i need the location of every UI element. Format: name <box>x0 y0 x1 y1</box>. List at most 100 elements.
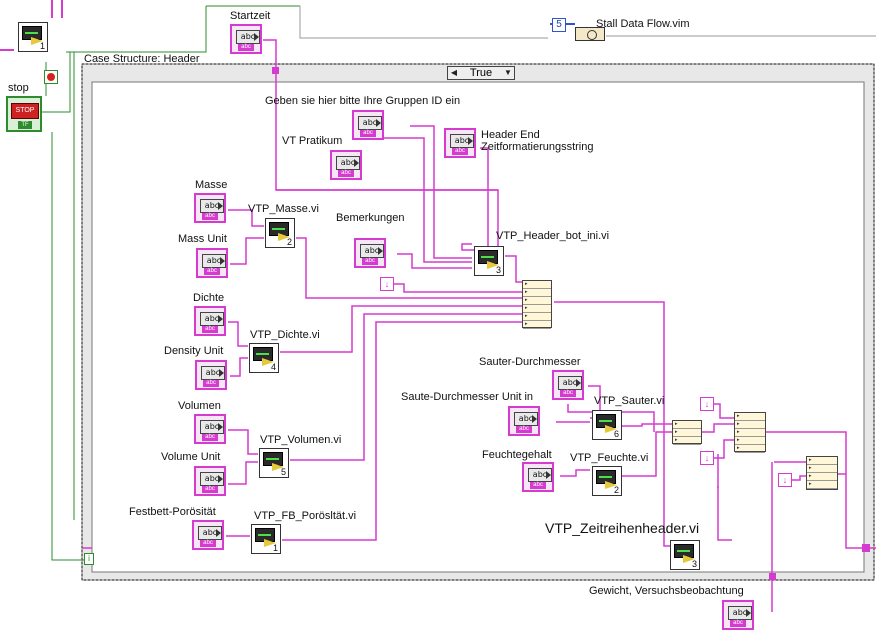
wire-junction <box>862 544 870 552</box>
dichte-label: Dichte <box>193 292 225 304</box>
bemerkungen-label: Bemerkungen <box>336 212 405 224</box>
volume-unit-label: Volume Unit <box>161 451 221 463</box>
vtp-header-bot-label: VTP_Header_bot_ini.vi <box>496 230 610 242</box>
stop-label: stop <box>8 82 29 94</box>
output-terminal-icon <box>218 475 223 483</box>
output-terminal-icon <box>254 33 259 41</box>
pen-icon <box>605 481 617 489</box>
iteration-terminal: i <box>84 553 94 565</box>
vtp-porositaet-subvi[interactable]: 1 <box>251 524 281 554</box>
vtp-sauter-subvi[interactable]: 6 <box>592 410 622 440</box>
case-selector-value: True <box>469 67 493 79</box>
gruppen-id-label: Geben sie hier bitte Ihre Gruppen ID ein <box>265 95 461 107</box>
vtp-feuchte-subvi[interactable]: 2 <box>592 466 622 496</box>
concatenate-strings-node[interactable]: ▸▸▸▸▸▸ <box>522 280 552 329</box>
output-terminal-icon <box>532 415 537 423</box>
stall-data-flow-icon[interactable] <box>575 27 605 41</box>
vtp-sauter-label: VTP_Sauter.vi <box>594 395 665 407</box>
wire-junction <box>769 573 776 580</box>
bool-type-badge: TF <box>18 121 32 129</box>
output-terminal-icon <box>218 202 223 210</box>
startzeit-label: Startzeit <box>230 10 271 22</box>
pen-icon <box>262 358 274 366</box>
gewicht-label: Gewicht, Versuchsbeobachtung <box>589 585 744 597</box>
output-terminal-icon <box>218 423 223 431</box>
vtp-porositaet-label: VTP_FB_Porösltät.vi <box>254 510 357 522</box>
eol-constant-icon[interactable]: ↓ <box>380 277 394 291</box>
output-terminal-icon <box>218 315 223 323</box>
mass-unit-label: Mass Unit <box>178 233 227 245</box>
subvi-top[interactable]: 1 <box>18 22 48 52</box>
vtp-masse-subvi[interactable]: 2 <box>265 218 295 248</box>
output-terminal-icon <box>746 609 751 617</box>
decrement-arrow-icon[interactable]: ◀ <box>450 68 458 77</box>
eol-constant-icon[interactable]: ↓ <box>700 397 714 411</box>
pen-icon <box>487 261 499 269</box>
eol-constant-icon[interactable]: ↓ <box>700 451 714 465</box>
eol-constant-icon[interactable]: ↓ <box>778 473 792 487</box>
concatenate-strings-node[interactable]: ▸▸▸▸▸ <box>734 412 766 453</box>
stop-button-face[interactable]: STOP <box>11 103 39 119</box>
case-structure-label: Case Structure: Header <box>84 53 200 65</box>
pen-icon <box>272 463 284 471</box>
loop-condition-terminal[interactable] <box>44 70 58 84</box>
output-terminal-icon <box>546 471 551 479</box>
vtp-header-bot-subvi[interactable]: 3 <box>474 246 504 276</box>
stall-vim-label: Stall Data Flow.vim <box>596 18 690 30</box>
concatenate-strings-node[interactable]: ▸▸▸▸ <box>806 456 838 490</box>
output-terminal-icon <box>220 257 225 265</box>
subvi-screen-icon <box>674 544 694 558</box>
output-terminal-icon <box>468 137 473 145</box>
vt-pratikum-label: VT Pratikum <box>282 135 343 147</box>
pen-icon <box>264 539 276 547</box>
masse-label: Masse <box>195 179 228 191</box>
subvi-number: 1 <box>39 41 45 51</box>
sauter-unit-label: Saute-Durchmesser Unit in <box>401 391 534 403</box>
output-terminal-icon <box>378 247 383 255</box>
pen-icon <box>605 425 617 433</box>
concatenate-strings-node[interactable]: ▸▸▸ <box>672 420 702 445</box>
vtp-volumen-subvi[interactable]: 5 <box>259 448 289 478</box>
vtp-dichte-subvi[interactable]: 4 <box>249 343 279 373</box>
pen-icon <box>31 37 43 45</box>
output-terminal-icon <box>376 119 381 127</box>
vtp-zeitreihen-label: VTP_Zeitreihenheader.vi <box>545 520 700 536</box>
vtp-volumen-label: VTP_Volumen.vi <box>260 434 342 446</box>
wire-junction <box>272 67 279 74</box>
vtp-masse-label: VTP_Masse.vi <box>248 203 319 215</box>
stop-button-control[interactable]: STOP TF <box>6 96 42 132</box>
case-selector[interactable]: ◀ True ▼ <box>447 66 515 80</box>
vtp-zeitreihen-subvi[interactable]: 3 <box>670 540 700 570</box>
chevron-down-icon[interactable]: ▼ <box>504 68 512 77</box>
output-terminal-icon <box>354 159 359 167</box>
stall-count-constant[interactable]: 5 <box>552 18 566 32</box>
feuchte-label: Feuchtegehalt <box>482 449 552 461</box>
festbett-label: Festbett-Porösität <box>129 506 216 518</box>
sauter-label: Sauter-Durchmesser <box>479 356 581 368</box>
output-terminal-icon <box>576 379 581 387</box>
volumen-label: Volumen <box>178 400 221 412</box>
output-terminal-icon <box>216 529 221 537</box>
header-end-label: Header End Zeitformatierungsstring <box>481 129 594 153</box>
vtp-feuchte-label: VTP_Feuchte.vi <box>570 452 649 464</box>
density-unit-label: Density Unit <box>164 345 224 357</box>
vtp-dichte-label: VTP_Dichte.vi <box>250 329 320 341</box>
output-terminal-icon <box>219 369 224 377</box>
pen-icon <box>278 233 290 241</box>
